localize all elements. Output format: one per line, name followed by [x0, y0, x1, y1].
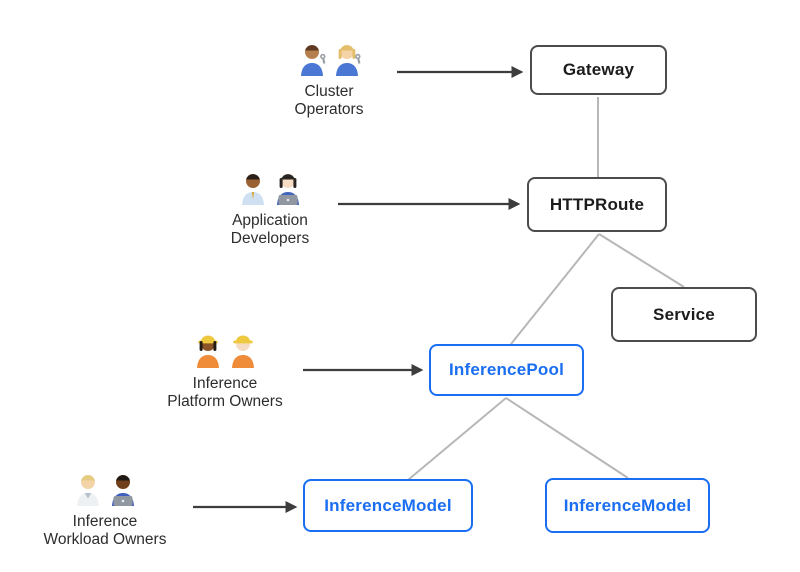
man-office-worker-emoji: [241, 174, 264, 205]
actor-label-line: Platform Owners: [167, 393, 283, 410]
node-inferencemodel-right: InferenceModel: [545, 478, 710, 533]
woman-technologist-emoji: [276, 174, 299, 205]
actor-label-line: Application: [232, 212, 308, 229]
actor-application-developers: Application Developers: [190, 165, 350, 248]
actor-label-line: Developers: [230, 230, 310, 247]
woman-construction-worker-emoji: [196, 335, 219, 368]
man-technologist-emoji: [111, 475, 134, 506]
edge-httproute-inferencepool: [510, 233, 600, 345]
man-construction-worker-emoji: [231, 335, 254, 368]
actor-label-line: Operators: [294, 101, 364, 118]
actor-label-line: Cluster: [304, 83, 354, 100]
node-inferencepool: InferencePool: [429, 344, 584, 396]
inference-workload-owners-label: Inference Workload Owners: [25, 513, 185, 549]
actor-inference-workload-owners: Inference Workload Owners: [25, 466, 185, 549]
actor-label-line: Workload Owners: [43, 531, 167, 548]
node-inferencemodel-left: InferenceModel: [303, 479, 473, 532]
node-service: Service: [611, 287, 757, 342]
application-developers-label: Application Developers: [190, 212, 350, 248]
woman-mechanic-emoji: [335, 45, 360, 76]
edge-inferencepool-inferencemodel-left: [407, 397, 507, 481]
cluster-operators-label: Cluster Operators: [249, 83, 409, 119]
edge-inferencepool-inferencemodel-right: [505, 397, 629, 479]
inference-platform-owners-label: Inference Platform Owners: [145, 375, 305, 411]
application-developers-emoji-pair: [190, 165, 350, 205]
man-mechanic-emoji: [300, 45, 325, 76]
actor-label-line: Inference: [192, 375, 258, 392]
inference-platform-owners-emoji-pair: [145, 328, 305, 368]
cluster-operators-emoji-pair: [249, 36, 409, 76]
actor-label-line: Inference: [72, 513, 138, 530]
health-worker-emoji: [76, 475, 99, 506]
edge-httproute-service: [598, 233, 685, 288]
actor-cluster-operators: Cluster Operators: [249, 36, 409, 119]
actor-inference-platform-owners: Inference Platform Owners: [145, 328, 305, 411]
inference-workload-owners-emoji-pair: [25, 466, 185, 506]
node-httproute: HTTPRoute: [527, 177, 667, 232]
node-gateway: Gateway: [530, 45, 667, 95]
